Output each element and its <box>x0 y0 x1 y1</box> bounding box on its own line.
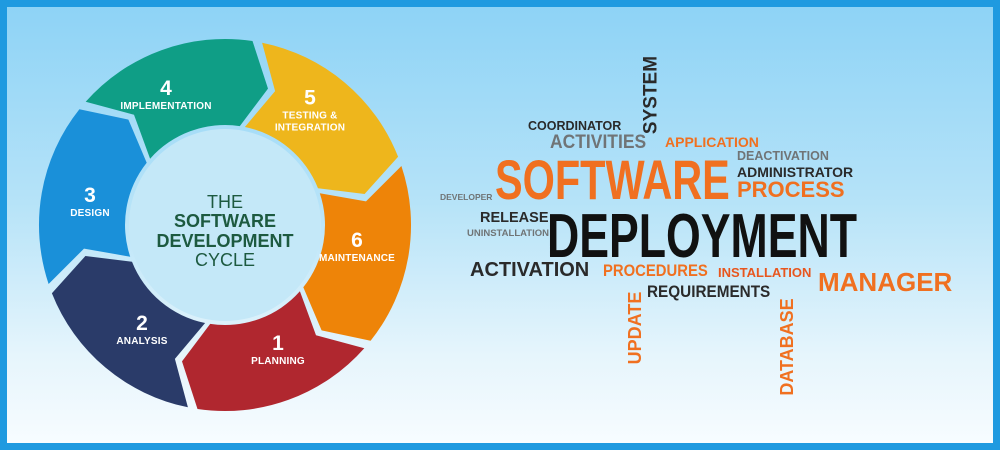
title-cycle: CYCLE <box>194 250 256 271</box>
title-the: THE <box>206 192 243 213</box>
step-maintenance: 6 MAINTENANCE <box>319 229 395 265</box>
step-label-line2: INTEGRATION <box>274 122 346 134</box>
word-installation: INSTALLATION <box>718 265 812 280</box>
cycle-title: THE SOFTWARE DEVELOPMENT CYCLE <box>156 192 294 271</box>
word-activation: ACTIVATION <box>470 259 590 281</box>
step-label: ANALYSIS <box>116 336 168 348</box>
word-software: SOFTWARE <box>495 148 730 211</box>
step-implementation: 4 IMPLEMENTATION <box>120 77 211 113</box>
segment-testing-integration <box>244 42 399 195</box>
word-uninstallation: UNINSTALLATION <box>467 228 549 239</box>
step-label: TESTING & <box>282 110 338 122</box>
word-developer: DEVELOPER <box>440 192 493 202</box>
word-update: UPDATE <box>625 291 645 365</box>
step-number: 5 <box>304 86 316 110</box>
step-number: 1 <box>272 332 284 356</box>
word-manager: MANAGER <box>818 267 953 297</box>
segment-analysis <box>51 256 206 408</box>
step-design: 3 DESIGN <box>70 184 110 220</box>
segment-design <box>38 109 147 284</box>
word-deactivation: DEACTIVATION <box>737 149 829 163</box>
center-circle <box>129 129 321 321</box>
word-system: SYSTEM <box>640 55 662 135</box>
step-planning: 1 PLANNING <box>251 332 305 368</box>
word-database: DATABASE <box>777 298 797 396</box>
word-requirements: REQUIREMENTS <box>647 282 771 301</box>
segment-planning <box>182 291 365 412</box>
step-number: 4 <box>160 77 172 101</box>
step-label: DESIGN <box>70 208 110 220</box>
step-label: MAINTENANCE <box>318 253 396 265</box>
segment-maintenance <box>303 166 412 341</box>
step-number: 6 <box>351 229 363 253</box>
word-procedures: PROCEDURES <box>603 262 708 280</box>
step-number: 3 <box>84 184 96 208</box>
step-testing-integration: 5 TESTING & INTEGRATION <box>275 86 345 133</box>
step-label: IMPLEMENTATION <box>120 101 212 113</box>
word-process: PROCESS <box>737 177 845 202</box>
title-development: DEVELOPMENT <box>156 231 294 251</box>
word-coordinator: COORDINATOR <box>528 119 622 133</box>
segment-implementation <box>85 38 268 159</box>
title-software: SOFTWARE <box>173 211 276 232</box>
word-administrator: ADMINISTRATOR <box>737 164 854 180</box>
step-number: 2 <box>136 312 148 336</box>
word-deployment: DEPLOYMENT <box>547 202 858 271</box>
word-activities: ACTIVITIES <box>550 132 647 153</box>
word-application: APPLICATION <box>665 134 759 150</box>
step-analysis: 2 ANALYSIS <box>116 312 167 348</box>
step-label: PLANNING <box>251 356 305 368</box>
word-release: RELEASE <box>480 210 549 226</box>
